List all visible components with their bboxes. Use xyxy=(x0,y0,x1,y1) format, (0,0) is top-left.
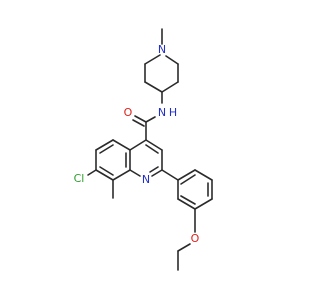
bond xyxy=(149,166,159,173)
atom-label-piperidine-nitrogen: N xyxy=(158,43,166,56)
bond xyxy=(177,169,196,181)
bond xyxy=(95,169,114,181)
bond xyxy=(134,115,147,123)
bond xyxy=(180,195,196,205)
atom-label-amide-nitrogen: N xyxy=(158,106,166,119)
atom-label-amide-hydrogen: H xyxy=(169,106,177,119)
bond xyxy=(177,243,191,252)
bond xyxy=(99,166,114,176)
bond xyxy=(132,119,145,127)
atom-label-ether-oxygen: O xyxy=(191,232,200,245)
bond xyxy=(145,139,163,151)
bond xyxy=(112,139,131,151)
bond xyxy=(194,169,213,181)
bond xyxy=(177,198,196,210)
bond xyxy=(144,54,161,65)
bond-layer xyxy=(87,28,213,271)
atom-label-carbonyl-oxygen: O xyxy=(124,106,133,119)
bond xyxy=(161,169,179,181)
bond xyxy=(165,55,179,65)
bond xyxy=(151,169,163,177)
bond xyxy=(145,144,159,154)
atom-label-quinoline-nitrogen: N xyxy=(142,173,150,186)
molecule-structure-diagram: N N H O N Cl O xyxy=(74,28,213,271)
atom-label-layer: N N H O N Cl O xyxy=(74,43,200,245)
bond xyxy=(129,169,141,177)
bond xyxy=(87,169,97,176)
bond xyxy=(144,81,163,93)
bond xyxy=(194,198,213,210)
bond xyxy=(161,81,179,93)
bond xyxy=(112,169,131,181)
atom-label-chlorine: Cl xyxy=(74,172,85,185)
bond xyxy=(129,139,147,151)
bond xyxy=(99,144,114,154)
bond xyxy=(95,139,114,151)
bond xyxy=(180,174,196,185)
bond xyxy=(145,116,156,123)
